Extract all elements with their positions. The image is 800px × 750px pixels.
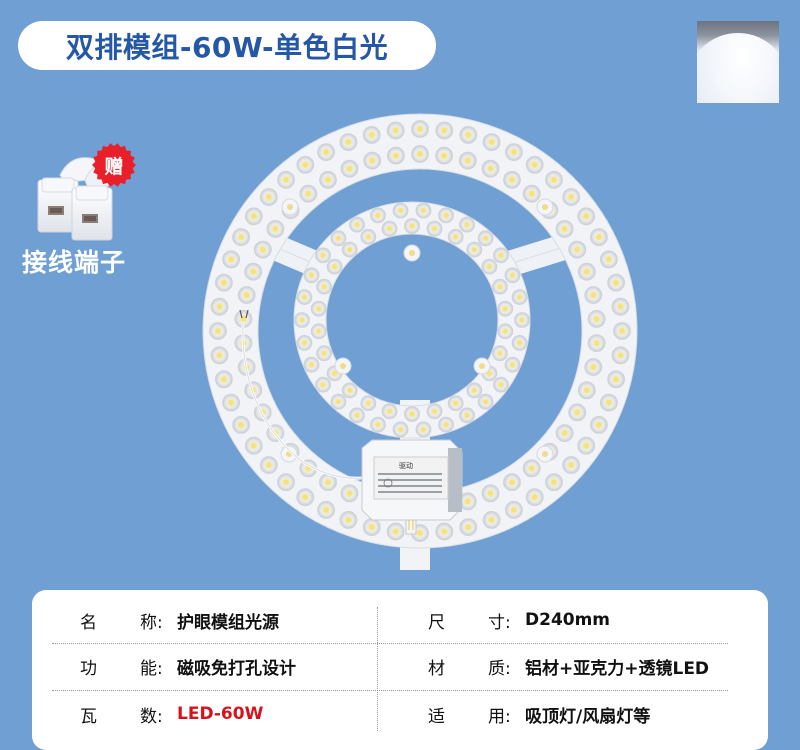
spec-value: 铝材+亚克力+透镜LED: [525, 658, 710, 679]
white-light-glow-icon: [697, 33, 779, 103]
spec-value-highlight: LED-60W: [177, 704, 264, 724]
led-ring-module-image: 驱动: [202, 113, 638, 570]
row-divider: [52, 690, 728, 691]
spec-key: 能:: [140, 658, 163, 679]
wire-connector-icon: [37, 157, 120, 241]
spec-key: 尺: [428, 612, 445, 633]
spec-value: 护眼模组光源: [177, 612, 279, 633]
svg-text:驱动: 驱动: [399, 461, 413, 470]
spec-key: 用:: [488, 706, 511, 727]
spec-key: 材: [428, 658, 445, 679]
spec-key: 瓦: [80, 706, 97, 727]
spec-key: 功: [80, 658, 97, 679]
spec-value: D240mm: [525, 610, 611, 630]
spec-panel: [32, 590, 768, 750]
product-title: 双排模组-60W-单色白光: [65, 30, 389, 64]
spec-value: 吸顶灯/风扇灯等: [525, 706, 651, 727]
row-divider: [52, 643, 728, 644]
gift-badge-text: 赠: [104, 155, 124, 178]
spec-key: 寸:: [488, 612, 511, 633]
column-divider: [377, 607, 378, 731]
product-title-pill: 双排模组-60W-单色白光: [18, 21, 436, 70]
gift-badge: 赠: [92, 143, 136, 187]
spec-key: 数:: [140, 706, 163, 727]
spec-key: 适: [428, 706, 445, 727]
gift-item-label: 接线端子: [22, 248, 127, 277]
spec-key: 质:: [488, 658, 511, 679]
light-color-thumbnail[interactable]: [697, 21, 779, 103]
spec-key: 名: [80, 612, 97, 633]
starburst-icon: [92, 143, 136, 187]
spec-key: 称:: [140, 612, 163, 633]
spec-value: 磁吸免打孔设计: [177, 658, 296, 679]
